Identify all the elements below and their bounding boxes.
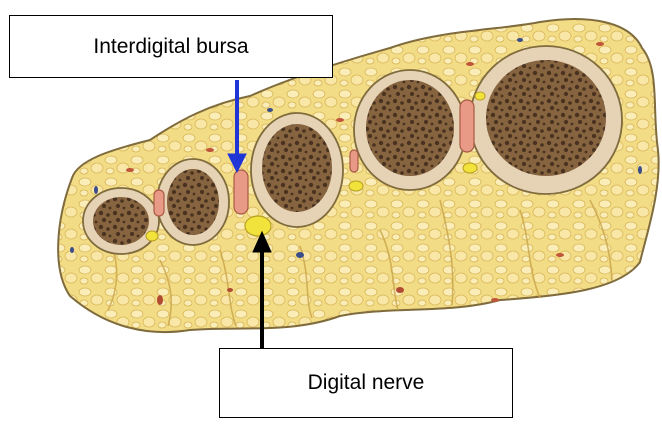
flexor-tendon-1 [83, 188, 159, 254]
digital-nerve-label-box: Digital nerve [219, 348, 513, 418]
flexor-tendon-4 [354, 70, 466, 190]
interdigital-bursa-label-box: Interdigital bursa [9, 15, 333, 78]
flexor-tendon-5 [470, 46, 622, 194]
digital-nerve-label: Digital nerve [308, 371, 425, 395]
interdigital-bursa-label: Interdigital bursa [93, 35, 248, 59]
flexor-tendon-3 [251, 113, 343, 227]
flexor-tendon-2 [157, 159, 229, 245]
